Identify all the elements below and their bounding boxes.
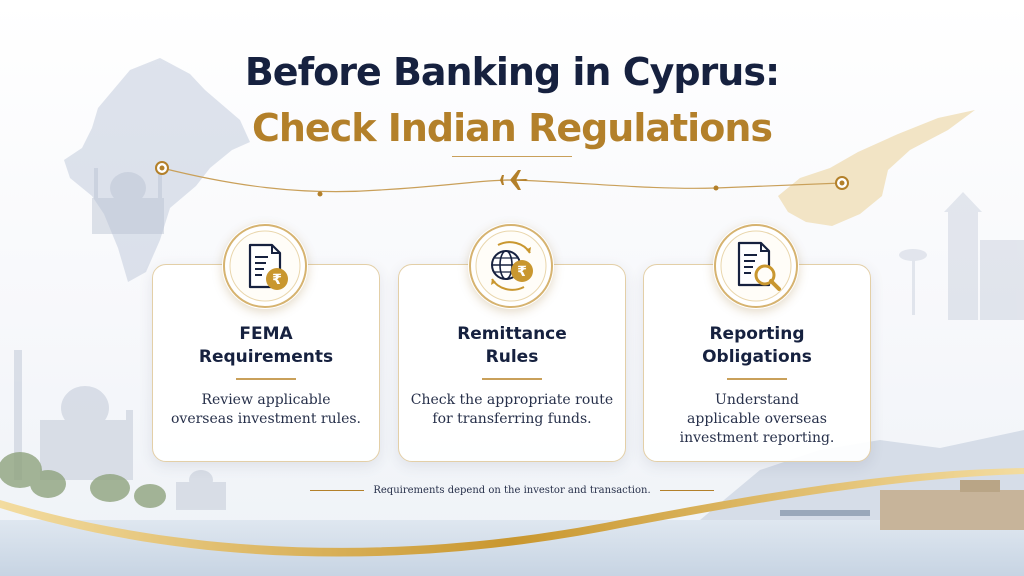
card-divider — [482, 378, 542, 380]
remittance-rules-card: Remittance Rules Check the appropriate r… — [398, 264, 626, 462]
svg-text:₹: ₹ — [272, 272, 282, 288]
gold-swoosh-decoration — [0, 468, 1024, 557]
card-divider — [236, 378, 296, 380]
cyprus-map-illustration — [778, 110, 975, 226]
globe-rupee-transfer-icon: ₹ — [468, 223, 554, 309]
water-illustration — [0, 520, 1024, 576]
footnote-divider-left — [310, 490, 364, 491]
trees-illustration — [0, 452, 166, 508]
page-title: Before Banking in Cyprus: — [244, 50, 780, 94]
airplane-icon — [498, 170, 528, 190]
card-description: Review applicable overseas investment ru… — [170, 392, 362, 427]
card-divider — [727, 378, 787, 380]
card-description: Understand applicable overseas investmen… — [679, 392, 835, 446]
taj-mahal-illustration — [14, 350, 226, 510]
footnote-divider-right — [660, 490, 714, 491]
document-search-icon — [713, 223, 799, 309]
title-divider — [452, 156, 572, 157]
cyprus-landmark-illustration — [899, 192, 1024, 320]
document-rupee-icon: ₹ — [222, 223, 308, 309]
page-subtitle: Check Indian Regulations — [251, 106, 773, 150]
taj-mahal-small-illustration — [92, 168, 164, 234]
card-description: Check the appropriate route for transfer… — [410, 392, 614, 427]
card-heading: FEMA Requirements — [198, 324, 334, 367]
card-heading: Remittance Rules — [457, 324, 567, 367]
footnote: Requirements depend on the investor and … — [373, 485, 651, 496]
reporting-obligations-card: Reporting Obligations Understand applica… — [643, 264, 871, 462]
card-heading: Reporting Obligations — [702, 324, 812, 367]
svg-text:₹: ₹ — [517, 264, 527, 280]
